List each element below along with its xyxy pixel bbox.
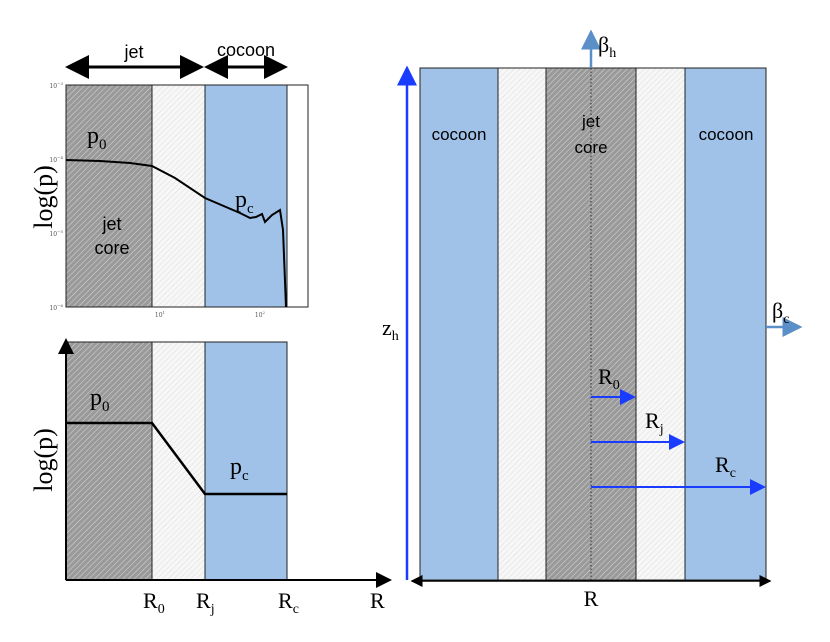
- sheath-left-region: [498, 68, 546, 580]
- rj-tick: Rj: [196, 588, 215, 617]
- pressure-profile-curve: [65, 159, 287, 308]
- jet-core-label-line2: core: [574, 138, 607, 157]
- z-h-label: zh: [382, 315, 399, 344]
- beta-h-label: βh: [598, 32, 616, 61]
- r0-label: R0: [598, 364, 620, 393]
- y-tick-labels: 10−3 10−4 10−5 10−6: [49, 81, 63, 312]
- rc-label: Rc: [715, 452, 736, 481]
- pressure-step-profile: [66, 421, 287, 496]
- jet-sheath-region: [152, 342, 205, 580]
- rc-tick: Rc: [278, 588, 299, 617]
- sheath-right-region: [636, 68, 685, 580]
- bottom-schematic-plot: p0 pc log(p) R0 Rj Rc R: [29, 338, 392, 617]
- jet-label: jet: [123, 42, 143, 62]
- jet-core-label-line1: jet: [581, 112, 600, 131]
- cocoon-left-label: cocoon: [432, 125, 487, 144]
- p0-label: p0: [90, 385, 110, 415]
- pc-label: pc: [235, 187, 254, 217]
- y-axis-label: log(p): [29, 165, 58, 229]
- y-axis-label: log(p): [29, 428, 58, 492]
- r0-tick: R0: [143, 588, 165, 617]
- top-pressure-plot: jet cocoon p0 pc jet core log(p) 10−3 10…: [29, 40, 309, 319]
- y-tick: 10−5: [49, 229, 63, 238]
- jet-core-region: [66, 342, 152, 580]
- jet-core-region: [66, 85, 152, 307]
- y-tick: 10−4: [49, 155, 63, 164]
- y-tick: 10−3: [49, 81, 63, 90]
- x-axis-label: R: [370, 588, 385, 613]
- pc-label: pc: [230, 454, 249, 484]
- jet-core-label-line1: jet: [101, 214, 121, 234]
- x-tick: 102: [255, 310, 266, 319]
- rj-label: Rj: [645, 408, 664, 437]
- cocoon-right-label: cocoon: [699, 125, 754, 144]
- jet-sheath-region: [152, 85, 205, 307]
- y-tick: 10−6: [49, 303, 63, 312]
- cocoon-region: [205, 85, 287, 307]
- jet-cross-section: cocoon cocoon jet core βh βc zh R0 Rj Rc…: [382, 29, 803, 611]
- plot-frame: [65, 84, 309, 308]
- beta-c-label: βc: [772, 298, 789, 327]
- jet-core-label-line2: core: [94, 238, 129, 258]
- x-tick: 101: [155, 310, 165, 319]
- cocoon-region: [205, 342, 287, 580]
- r-axis-label: R: [584, 586, 599, 611]
- p0-label: p0: [87, 123, 107, 153]
- cocoon-label: cocoon: [217, 40, 275, 60]
- cocoon-left-region: [420, 68, 498, 580]
- cocoon-right-region: [685, 68, 766, 580]
